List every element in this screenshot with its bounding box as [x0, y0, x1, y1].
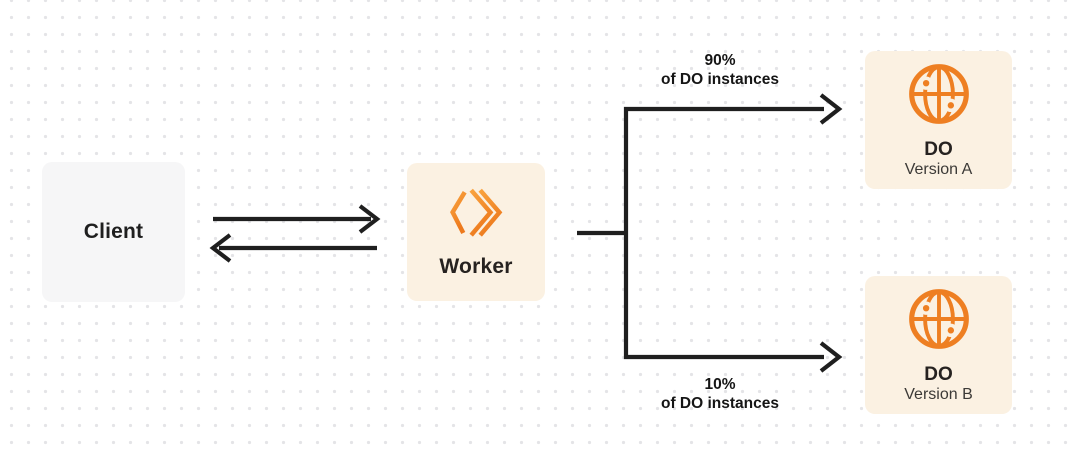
globe-network-icon: [908, 289, 969, 349]
bottom-branch-percent: 10%: [704, 376, 736, 393]
arrow-worker-to-client: [209, 233, 377, 263]
arrowhead-top-branch: [819, 93, 843, 125]
bottom-branch-label: 10% of DO instances: [610, 375, 830, 413]
do-a-title: DO: [924, 139, 953, 160]
do-a-subtitle: Version A: [904, 161, 973, 178]
branch-bracket-line: [623, 106, 824, 360]
top-branch-caption: of DO instances: [661, 71, 779, 88]
do-b-title: DO: [924, 364, 953, 385]
node-client: Client: [42, 162, 185, 302]
node-worker: Worker: [407, 163, 545, 301]
node-do-version-b: DO Version B: [865, 276, 1012, 414]
arrowhead-bottom-branch: [819, 341, 843, 373]
globe-network-icon: [908, 64, 969, 124]
do-b-subtitle: Version B: [904, 386, 973, 403]
worker-label: Worker: [439, 255, 513, 278]
bottom-branch-caption: of DO instances: [661, 395, 779, 412]
top-branch-label: 90% of DO instances: [610, 51, 830, 89]
arrow-client-to-worker: [213, 204, 381, 234]
top-branch-percent: 90%: [704, 52, 736, 69]
workers-chevrons-icon: [450, 188, 503, 237]
client-label: Client: [83, 220, 144, 243]
node-do-version-a: DO Version A: [865, 51, 1012, 189]
